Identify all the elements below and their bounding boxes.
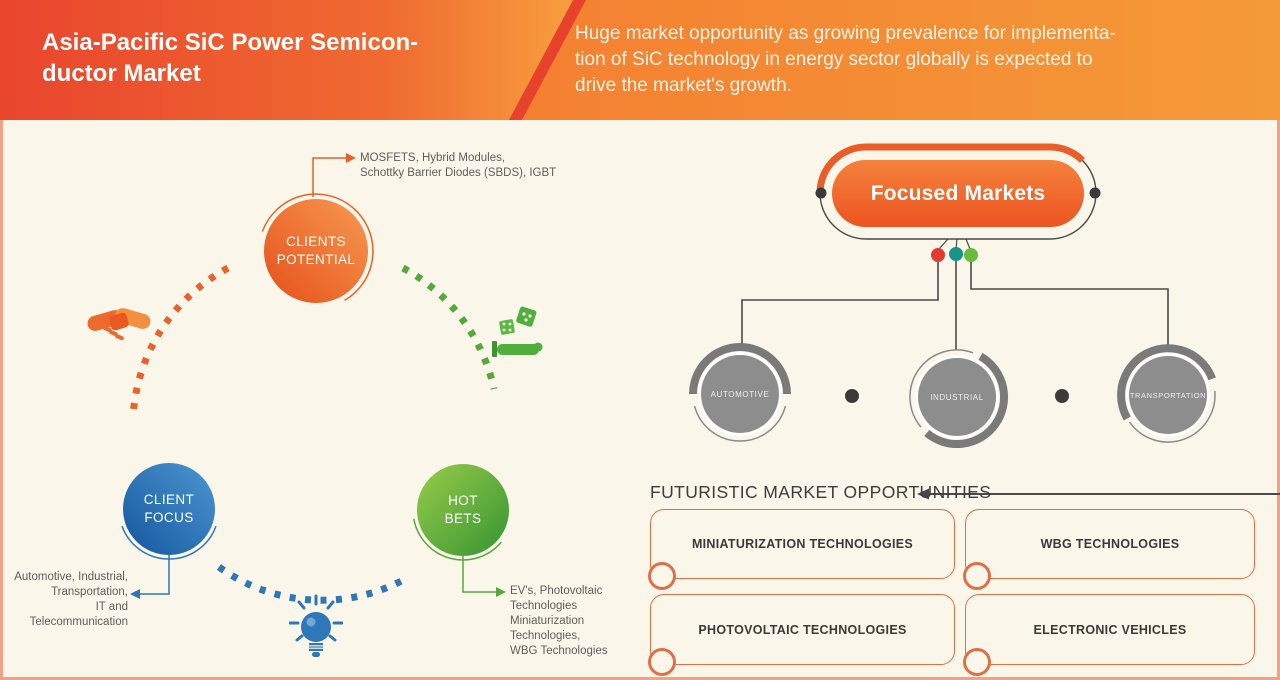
- client-focus-arrowhead: [130, 589, 140, 599]
- clients-potential-connector: [312, 157, 346, 197]
- page-description-line1: Huge market opportunity as growing preva…: [575, 23, 1116, 44]
- handshake-icon: [87, 308, 151, 341]
- separator-dot-2: [1055, 389, 1069, 403]
- hot-bets-arrowhead: [496, 587, 506, 597]
- cp-note-line2: Schottky Barrier Diodes (SBDS), IGBT: [360, 167, 557, 179]
- focused-markets-label: Focused Markets: [870, 181, 1046, 205]
- lightbulb-icon: [289, 594, 343, 657]
- hot-bets-connector: [462, 556, 496, 593]
- separator-dot-1: [845, 389, 859, 403]
- hot-bets-ring-arc: [413, 518, 502, 561]
- hb-note-line2: Technologies: [510, 600, 578, 612]
- opportunity-ring-4: [963, 648, 991, 676]
- opportunity-ring-3: [648, 648, 676, 676]
- page-description: Huge market opportunity as growing preva…: [575, 21, 1215, 99]
- page-title: Asia-Pacific SiC Power Semicon- ductor M…: [42, 27, 418, 89]
- page-description-line2: tion of SiC technology in energy sector …: [575, 49, 1093, 70]
- automotive-circle: [689, 343, 791, 442]
- clients-potential-arrowhead: [346, 153, 356, 163]
- clients-potential-node: CLIENTS POTENTIAL: [264, 199, 368, 303]
- cf-note-line1: Automotive, Industrial,: [14, 571, 128, 583]
- hb-note-line3: Miniaturization: [510, 615, 585, 627]
- clients-potential-note: MOSFETS, Hybrid Modules, Schottky Barrie…: [360, 151, 556, 181]
- client-focus-label-line1: CLIENT: [143, 492, 195, 507]
- page-title-line2: ductor Market: [42, 60, 201, 87]
- transportation-label: TRANSPORTATION: [1129, 391, 1207, 400]
- page-title-line1: Asia-Pacific SiC Power Semicon-: [42, 29, 419, 56]
- stub-right: [965, 238, 971, 250]
- opportunities-heading: FUTURISTIC MARKET OPPORTUNITIES: [650, 482, 992, 502]
- focused-markets-orange-arc: [816, 143, 1100, 243]
- focused-markets-pill: Focused Markets: [832, 160, 1084, 227]
- dashed-arc-blue: [216, 564, 409, 604]
- transportation-circle: [1117, 344, 1216, 443]
- opportunity-ring-2: [963, 562, 991, 590]
- clients-potential-label-line2: POTENTIAL: [276, 252, 356, 267]
- opportunity-box-photovoltaic: PHOTOVOLTAIC TECHNOLOGIES: [650, 594, 955, 665]
- clients-potential-label-line1: CLIENTS: [286, 234, 346, 249]
- pill-right-dot: [1089, 187, 1101, 199]
- dashed-arc-green: [401, 264, 498, 390]
- hot-bets-node: HOT BETS: [417, 464, 509, 556]
- green-dot: [964, 248, 978, 262]
- opportunity-box-wbg: WBG TECHNOLOGIES: [965, 509, 1255, 579]
- opportunity-box-miniaturization: MINIATURIZATION TECHNOLOGIES: [650, 509, 955, 579]
- hot-bets-label-line2: BETS: [444, 511, 482, 526]
- red-dot: [931, 248, 945, 262]
- hb-note-line4: Technologies,: [510, 630, 581, 642]
- clients-potential-ring-arc: [261, 193, 374, 302]
- client-focus-connector: [140, 555, 170, 595]
- page-description-line3: drive the market's growth.: [575, 75, 792, 96]
- opportunities-arrowhead: [917, 488, 929, 500]
- hb-note-line5: WBG Technologies: [510, 645, 608, 657]
- header-band-right: [513, 0, 1280, 120]
- opportunity-box-electronic-vehicles: ELECTRONIC VEHICLES: [965, 594, 1255, 665]
- branch-transportation: [970, 262, 1169, 347]
- cf-note-line4: Telecommunication: [29, 616, 128, 628]
- cp-note-line1: MOSFETS, Hybrid Modules,: [360, 152, 506, 164]
- client-focus-label-line2: FOCUS: [144, 510, 194, 525]
- branch-automotive: [741, 262, 939, 346]
- opportunity-ring-1: [648, 562, 676, 590]
- hb-note-line1: EV's, Photovoltaic: [510, 585, 603, 597]
- automotive-label: AUTOMOTIVE: [710, 390, 770, 399]
- industrial-circle: [909, 349, 1009, 449]
- teal-dot: [949, 247, 963, 261]
- pill-left-dot: [815, 187, 827, 199]
- cf-note-line2: Transportation,: [51, 586, 128, 598]
- client-focus-note: Automotive, Industrial, Transportation, …: [4, 570, 128, 630]
- cf-note-line3: IT and: [95, 601, 128, 613]
- client-focus-node: CLIENT FOCUS: [123, 463, 215, 555]
- stub-left: [938, 238, 949, 250]
- hot-bets-note: EV's, Photovoltaic Technologies Miniatur…: [510, 584, 608, 659]
- dashed-arc-orange: [129, 264, 230, 418]
- industrial-label: INDUSTRIAL: [930, 393, 984, 402]
- hot-bets-label-line1: HOT: [448, 493, 478, 508]
- hand-with-dice-icon: [492, 306, 543, 357]
